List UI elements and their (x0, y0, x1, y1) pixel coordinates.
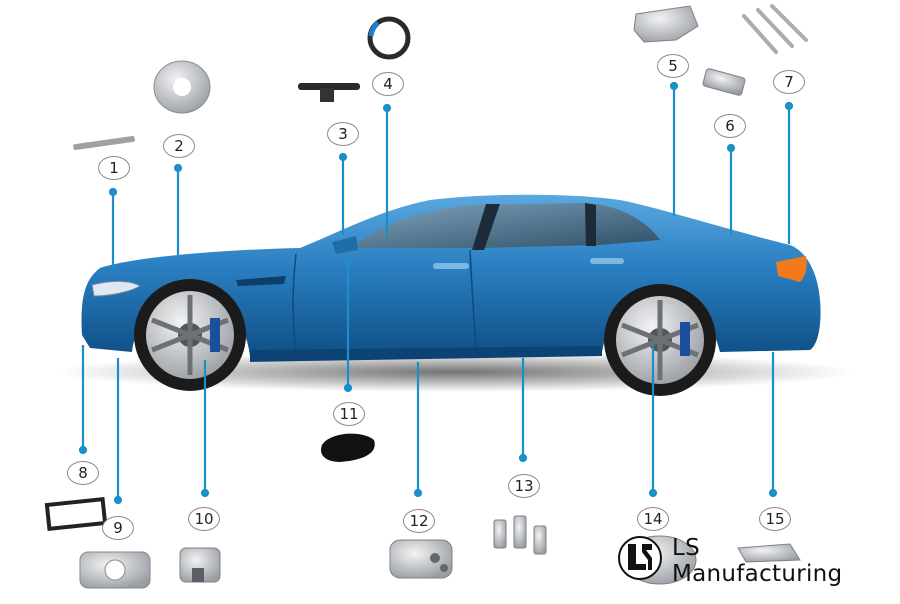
brand-logo-spacer (618, 538, 664, 584)
callout-15: 15 (759, 507, 791, 531)
callout-7: 7 (773, 70, 805, 94)
brand-name: LS Manufacturing (671, 535, 843, 587)
door-handle (590, 258, 624, 264)
part-10-shaft (179, 547, 221, 583)
callout-5: 5 (657, 54, 689, 78)
side-vent (236, 276, 286, 286)
rear-wheel (604, 284, 716, 396)
callout-9: 9 (102, 516, 134, 540)
window-glass (350, 203, 660, 248)
part-3-bracket (298, 83, 360, 102)
part-6-fitting (702, 68, 746, 96)
brand: LS Manufacturing (618, 535, 878, 587)
window-pillar (585, 203, 596, 246)
car-rocker (250, 346, 602, 362)
brand-logo-icon (618, 536, 662, 580)
callout-12: 12 (403, 509, 435, 533)
part-5-hinge (633, 5, 699, 43)
part-15-arm (737, 543, 801, 563)
headlight (91, 280, 141, 297)
callout-11: 11 (333, 402, 365, 426)
callout-2: 2 (163, 134, 195, 158)
callout-14: 14 (637, 507, 669, 531)
car (81, 194, 821, 396)
taillight (776, 256, 807, 282)
part-9-flange (79, 551, 151, 589)
part-7-pins (742, 4, 808, 54)
callout-6: 6 (714, 114, 746, 138)
side-mirror-car (332, 236, 358, 254)
callout-1: 1 (98, 156, 130, 180)
door-handle (433, 263, 469, 269)
part-13-bolts (493, 515, 547, 555)
front-wheel (134, 279, 246, 391)
door-line (469, 249, 477, 349)
callout-10: 10 (188, 507, 220, 531)
part-11-mirror-cap (320, 433, 375, 462)
callout-3: 3 (327, 122, 359, 146)
part-8-plate-frame (44, 496, 108, 532)
callout-13: 13 (508, 474, 540, 498)
window-pillar (472, 204, 500, 250)
part-2-flange (153, 60, 211, 114)
callout-4: 4 (372, 72, 404, 96)
part-1-pin (73, 135, 135, 151)
part-4-ring (367, 16, 411, 60)
leader-lines (78, 81, 794, 505)
door-line (292, 253, 297, 351)
callout-8: 8 (67, 461, 99, 485)
part-12-housing (389, 539, 453, 579)
